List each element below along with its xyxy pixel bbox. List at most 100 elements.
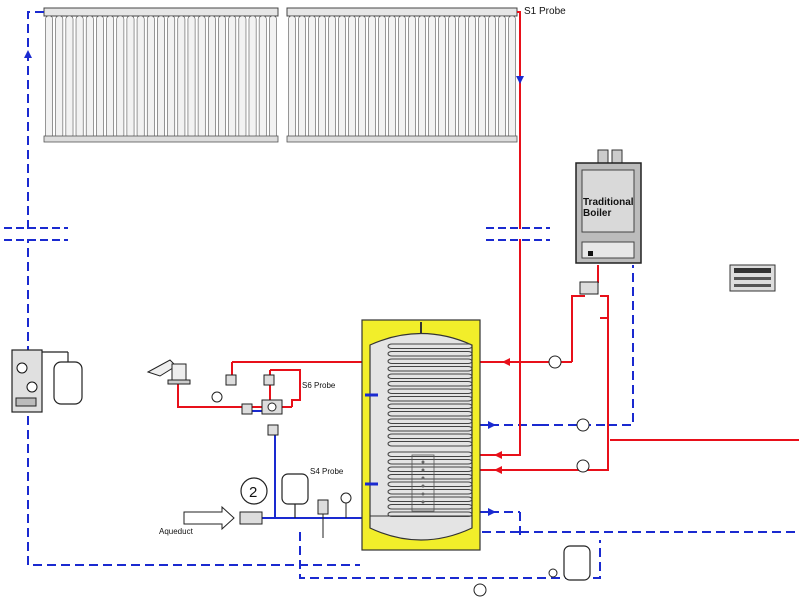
collector-tubes-right — [288, 15, 516, 139]
heater-dot — [421, 484, 425, 488]
pressure-gauge-mixing — [211, 391, 223, 403]
solar-collector-left — [43, 7, 279, 143]
collector-tube — [298, 15, 306, 139]
collector-tube — [388, 15, 396, 139]
solar-pump-station — [11, 349, 69, 413]
collector-tube — [308, 15, 316, 139]
collector-tube — [177, 15, 186, 139]
coil-turn — [387, 410, 473, 417]
collector-tube — [207, 15, 216, 139]
coil-turn — [387, 343, 473, 350]
coil-turn — [387, 395, 473, 402]
collector-tube — [116, 15, 125, 139]
coil-turn — [387, 425, 473, 432]
boiler-label-line1: Traditional — [583, 197, 634, 208]
collector-tube — [167, 15, 176, 139]
coil-turn — [387, 403, 473, 410]
s4-probe-label: S4 Probe — [310, 467, 344, 476]
collector-tube — [248, 15, 257, 139]
collector-tube — [136, 15, 145, 139]
heater-dot — [421, 492, 425, 496]
collector-tube — [258, 15, 267, 139]
collector-tube — [438, 15, 446, 139]
s1-probe-label: S1 Probe — [524, 6, 566, 17]
coil-turn — [387, 418, 473, 425]
collector-tube — [197, 15, 206, 139]
aqueduct-inlet-arrow — [183, 505, 263, 531]
safety-group — [317, 492, 352, 538]
storage-tank — [361, 319, 481, 551]
coil-turn — [387, 380, 473, 387]
pipe-break-right — [486, 227, 550, 241]
coil-turn — [387, 481, 473, 488]
s6-probe-label: S6 Probe — [302, 381, 336, 390]
hot-water-faucet — [146, 359, 191, 385]
heater-dot — [421, 500, 425, 504]
lower-heat-exchanger-coil — [387, 451, 473, 518]
collector-tube — [269, 15, 277, 139]
coil-turn — [387, 388, 473, 395]
solar-expansion-vessel — [53, 361, 83, 405]
coil-turn — [387, 496, 473, 503]
collector-tube — [448, 15, 456, 139]
traditional-boiler: Traditional Boiler — [575, 149, 642, 264]
collector-tube — [187, 15, 196, 139]
collector-tube — [348, 15, 356, 139]
collector-tube — [468, 15, 476, 139]
collector-tube — [75, 15, 84, 139]
coil-turn — [387, 458, 473, 465]
collector-tube — [318, 15, 326, 139]
collector-tube — [398, 15, 406, 139]
collector-tube — [358, 15, 366, 139]
coil-turn — [387, 350, 473, 357]
electric-heater-element — [421, 460, 425, 504]
return-expansion-vessel — [548, 545, 591, 581]
collector-tube — [106, 15, 115, 139]
collector-tube — [378, 15, 386, 139]
sanitary-expansion-vessel — [281, 473, 309, 518]
collector-tube — [328, 15, 336, 139]
collector-tube — [428, 15, 436, 139]
coil-turn — [387, 511, 473, 518]
collector-tube — [338, 15, 346, 139]
valve-marker-2: 2 — [240, 477, 268, 505]
thermostatic-mixing-valve — [261, 399, 283, 415]
check-valves — [225, 374, 279, 436]
solar-collector-right — [286, 7, 518, 143]
collector-tube — [96, 15, 104, 139]
coil-turn — [387, 451, 473, 458]
heater-dot — [421, 460, 425, 464]
collector-tube — [126, 15, 135, 139]
coil-turn — [387, 473, 473, 480]
valve-number: 2 — [249, 484, 257, 501]
collector-tube — [146, 15, 155, 139]
coil-turn — [387, 373, 473, 380]
heater-dot — [421, 476, 425, 480]
solar-controller — [729, 264, 776, 292]
coil-turn — [387, 503, 473, 510]
collector-tube — [478, 15, 486, 139]
coil-turn — [387, 466, 473, 473]
collector-tube — [508, 15, 516, 139]
collector-tube — [238, 15, 247, 139]
boiler-label-line2: Boiler — [583, 208, 611, 219]
heater-dot — [421, 468, 425, 472]
collector-tube — [218, 15, 226, 139]
collector-tube — [458, 15, 466, 139]
collector-tube — [85, 15, 94, 139]
coil-turn — [387, 488, 473, 495]
boiler-circuit-valves — [473, 281, 599, 597]
coil-turn — [387, 358, 473, 365]
coil-turn — [387, 433, 473, 440]
coil-turn — [387, 440, 473, 447]
upper-heat-exchanger-coil — [387, 343, 473, 447]
collector-tube — [288, 15, 296, 139]
collector-tube — [498, 15, 506, 139]
coil-turn — [387, 365, 473, 372]
collector-tube — [488, 15, 496, 139]
collector-tube — [45, 15, 53, 139]
collector-tube — [418, 15, 426, 139]
collector-tube — [157, 15, 165, 139]
collector-tube — [55, 15, 64, 139]
